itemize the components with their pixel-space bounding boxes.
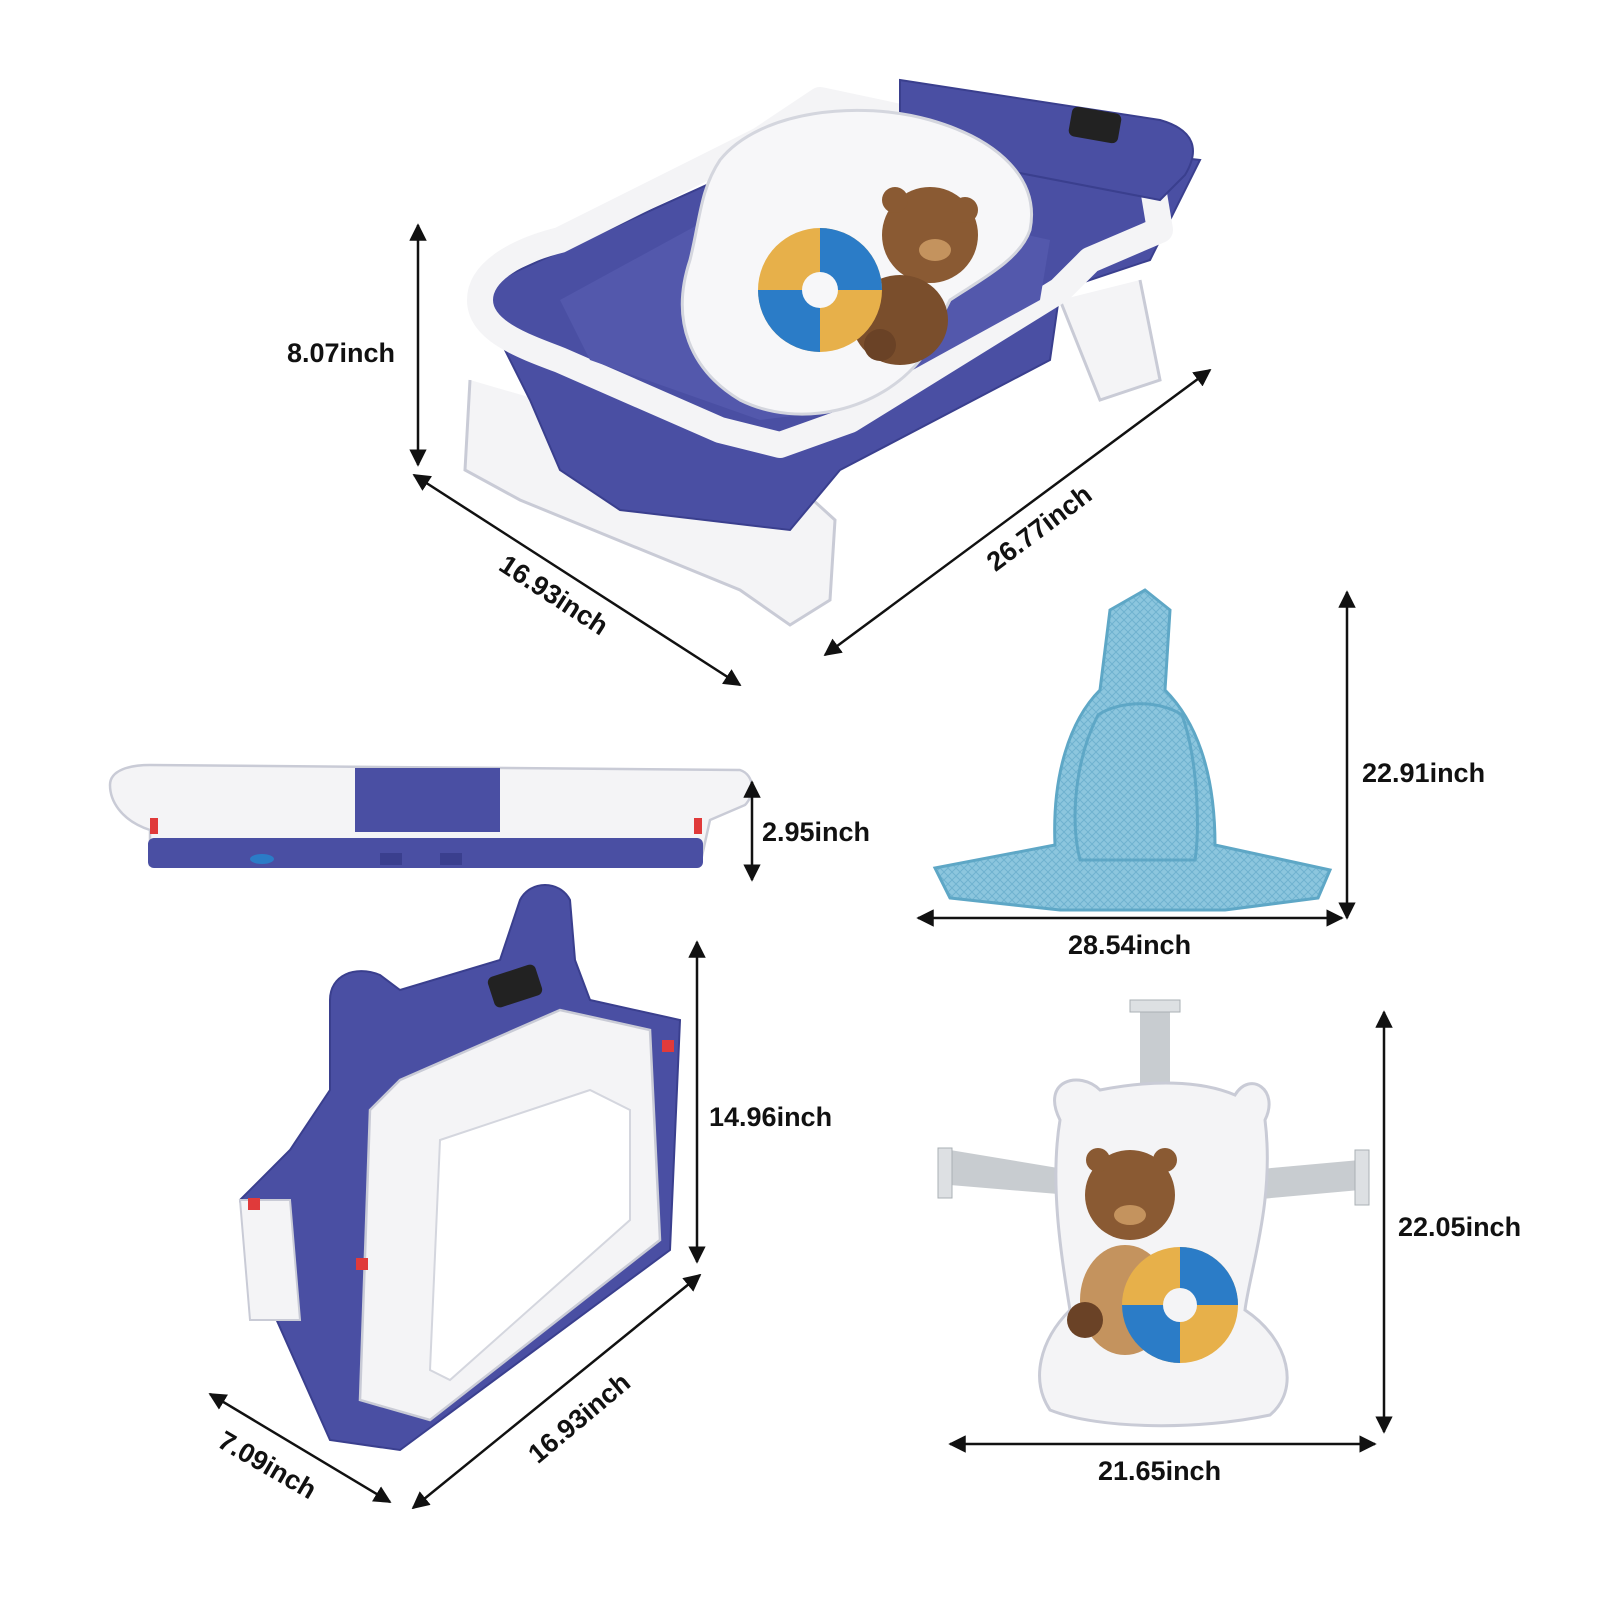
folded-thickness-label: 2.95inch <box>762 817 871 847</box>
swim-ring-illustration <box>758 228 882 352</box>
cushion-height-label: 22.05inch <box>1398 1212 1522 1242</box>
mesh-height-label: 22.91inch <box>1362 758 1486 788</box>
folded-height-label: 14.96inch <box>709 1102 833 1132</box>
drain-plug-icon <box>250 854 274 864</box>
mesh-bath-net <box>932 588 1333 912</box>
mesh-width-label: 28.54inch <box>1068 930 1192 960</box>
folded-tub-side-view <box>108 763 754 868</box>
folded-width-arrow <box>411 1273 702 1510</box>
tub-width-arrow <box>412 473 742 687</box>
cushion-width-label: 21.65inch <box>1098 1456 1222 1486</box>
tub-height-label: 8.07inch <box>287 338 396 368</box>
digital-display-icon <box>1068 106 1122 144</box>
folded-depth-arrow <box>208 1392 392 1504</box>
bath-cushion <box>937 999 1370 1428</box>
tub-length-arrow <box>823 368 1212 657</box>
open-bathtub <box>463 78 1202 627</box>
folded-tub-standing <box>238 884 682 1452</box>
digital-display-icon <box>487 964 543 1008</box>
